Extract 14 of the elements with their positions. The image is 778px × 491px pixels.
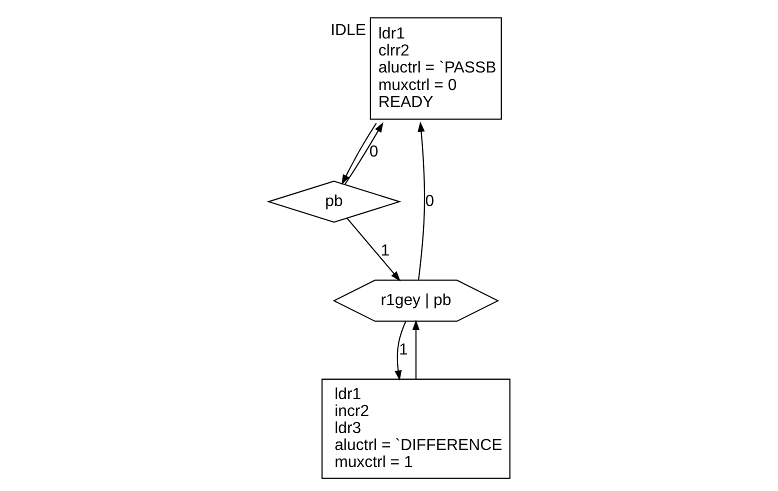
edge-label: 0 bbox=[424, 192, 434, 210]
arrow bbox=[346, 218, 400, 282]
edge-label: 0 bbox=[368, 143, 378, 160]
node-box: ldr1 clrr2 aluctrl = `PASSB muxctrl = 0 READY bbox=[369, 17, 502, 120]
arrow bbox=[417, 122, 425, 280]
edge-label: 1 bbox=[380, 242, 390, 260]
arrow bbox=[341, 122, 376, 185]
edge-label: 1 bbox=[398, 341, 408, 358]
node-label: IDLE bbox=[330, 22, 366, 40]
arrow bbox=[412, 320, 420, 379]
arrow bbox=[394, 321, 406, 381]
node-box: ldr1 incr2 ldr3 aluctrl = `DIFFERENCE muxctrl = 1 bbox=[320, 378, 510, 479]
node-diamond: pb bbox=[266, 180, 401, 223]
arrow bbox=[344, 122, 383, 185]
